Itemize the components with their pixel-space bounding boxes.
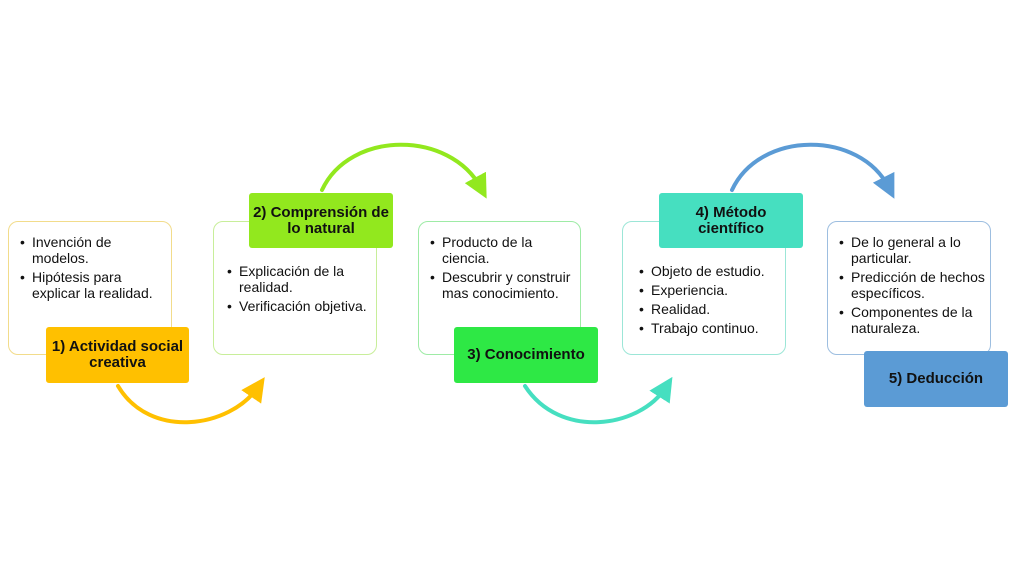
step-5-list: De lo general a lo particular. Predicció… xyxy=(839,234,987,339)
arrow-3-to-4 xyxy=(523,376,673,425)
list-item: Explicación de la realidad. xyxy=(227,263,373,295)
list-item: Verificación objetiva. xyxy=(227,298,373,314)
step-3-list: Producto de la ciencia. Descubrir y cons… xyxy=(430,234,576,304)
step-1-card: Invención de modelos. Hipótesis para exp… xyxy=(8,221,172,355)
list-item: Trabajo continuo. xyxy=(639,320,785,336)
arrow-2-to-3 xyxy=(320,142,487,199)
list-item: Producto de la ciencia. xyxy=(430,234,576,266)
list-item: Hipótesis para explicar la realidad. xyxy=(20,269,166,301)
list-item: Invención de modelos. xyxy=(20,234,166,266)
list-item: Objeto de estudio. xyxy=(639,263,785,279)
list-item: Predicción de hechos específicos. xyxy=(839,269,987,301)
step-2-list: Explicación de la realidad. Verificación… xyxy=(227,263,373,317)
arrow-4-to-5 xyxy=(730,142,895,199)
step-4-list: Objeto de estudio. Experiencia. Realidad… xyxy=(639,263,785,339)
step-5-card: De lo general a lo particular. Predicció… xyxy=(827,221,991,355)
list-item: Descubrir y construir mas conocimiento. xyxy=(430,269,576,301)
list-item: De lo general a lo particular. xyxy=(839,234,987,266)
step-2-label: 2) Comprensión de lo natural xyxy=(249,193,393,248)
list-item: Experiencia. xyxy=(639,282,785,298)
step-5-label: 5) Deducción xyxy=(864,351,1008,407)
step-1-list: Invención de modelos. Hipótesis para exp… xyxy=(20,234,166,304)
list-item: Componentes de la naturaleza. xyxy=(839,304,987,336)
arrow-1-to-2 xyxy=(116,377,265,425)
step-1-label: 1) Actividad social creativa xyxy=(46,327,189,383)
list-item: Realidad. xyxy=(639,301,785,317)
step-3-label: 3) Conocimiento xyxy=(454,327,598,383)
step-4-label: 4) Método científico xyxy=(659,193,803,248)
